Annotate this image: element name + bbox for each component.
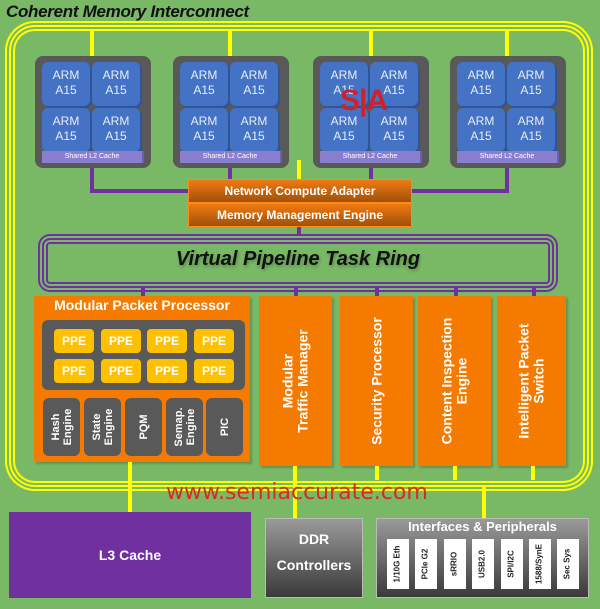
interconnect-link	[369, 31, 373, 56]
shared-l2-cache: Shared L2 Cache	[457, 151, 557, 163]
interfaces-peripherals: Interfaces & Peripherals 1/10G Eth PCIe …	[376, 518, 589, 598]
bus-link	[297, 226, 301, 242]
interconnect-link	[505, 31, 509, 56]
interconnect-link	[228, 31, 232, 56]
interconnect-link	[375, 466, 379, 480]
coherent-interconnect-ring	[9, 25, 589, 487]
interconnect-link	[482, 485, 486, 518]
pic: PIC	[206, 398, 243, 456]
ppe: PPE	[101, 329, 141, 353]
task-ring	[42, 238, 554, 288]
peripheral-srio: sRRIO	[444, 539, 466, 589]
interconnect-link	[453, 466, 457, 480]
modular-packet-processor: Modular Packet Processor PPE PPE PPE PPE…	[34, 296, 250, 462]
shared-l2-cache: Shared L2 Cache	[320, 151, 420, 163]
ppe: PPE	[147, 359, 187, 383]
diagram-title: Coherent Memory Interconnect	[6, 2, 249, 21]
shared-l2-cache: Shared L2 Cache	[42, 151, 142, 163]
interconnect-link	[90, 31, 94, 56]
interconnect-link	[531, 466, 535, 480]
ppe: PPE	[54, 329, 94, 353]
bus-link	[505, 167, 509, 191]
ppe-array: PPE PPE PPE PPE PPE PPE PPE PPE	[42, 320, 245, 390]
bus-link	[532, 286, 536, 298]
bus-link	[294, 286, 298, 298]
interconnect-link	[293, 466, 297, 518]
peripheral-spi-i2c: SPI/I2C	[501, 539, 523, 589]
peripheral-pcie: PCIe G2	[415, 539, 437, 589]
mpp-title: Modular Packet Processor	[54, 297, 230, 313]
bus-link	[454, 286, 458, 298]
shared-l2-cache: Shared L2 Cache	[180, 151, 280, 163]
ppe: PPE	[147, 329, 187, 353]
ppe: PPE	[101, 359, 141, 383]
semiaccurate-url: www.semiaccurate.com	[166, 480, 428, 505]
bus-link	[90, 167, 94, 191]
peripheral-eth: 1/10G Eth	[387, 539, 409, 589]
bus-link	[141, 286, 145, 298]
semiaccurate-logo: S|A	[340, 84, 388, 117]
network-compute-adapter: Network Compute Adapter	[188, 179, 412, 203]
peripheral-1588-synce: 1588/SynE	[529, 539, 551, 589]
peripheral-sec-sys: Sec Sys	[557, 539, 579, 589]
interconnect-link	[297, 160, 301, 180]
interfaces-title: Interfaces & Peripherals	[408, 519, 557, 534]
semaphore-engine: Semap.Engine	[166, 398, 203, 456]
task-ring-label: Virtual Pipeline Task Ring	[175, 248, 421, 270]
interconnect-link	[128, 462, 132, 512]
ppe: PPE	[194, 359, 234, 383]
bus-link	[375, 286, 379, 298]
memory-management-engine: Memory Management Engine	[188, 203, 412, 227]
security-processor: Security Processor	[340, 296, 413, 466]
ppe: PPE	[54, 359, 94, 383]
pqm: PQM	[125, 398, 162, 456]
peripheral-usb: USB2.0	[472, 539, 494, 589]
l3-cache: L3 Cache	[9, 512, 251, 598]
ppe: PPE	[194, 329, 234, 353]
